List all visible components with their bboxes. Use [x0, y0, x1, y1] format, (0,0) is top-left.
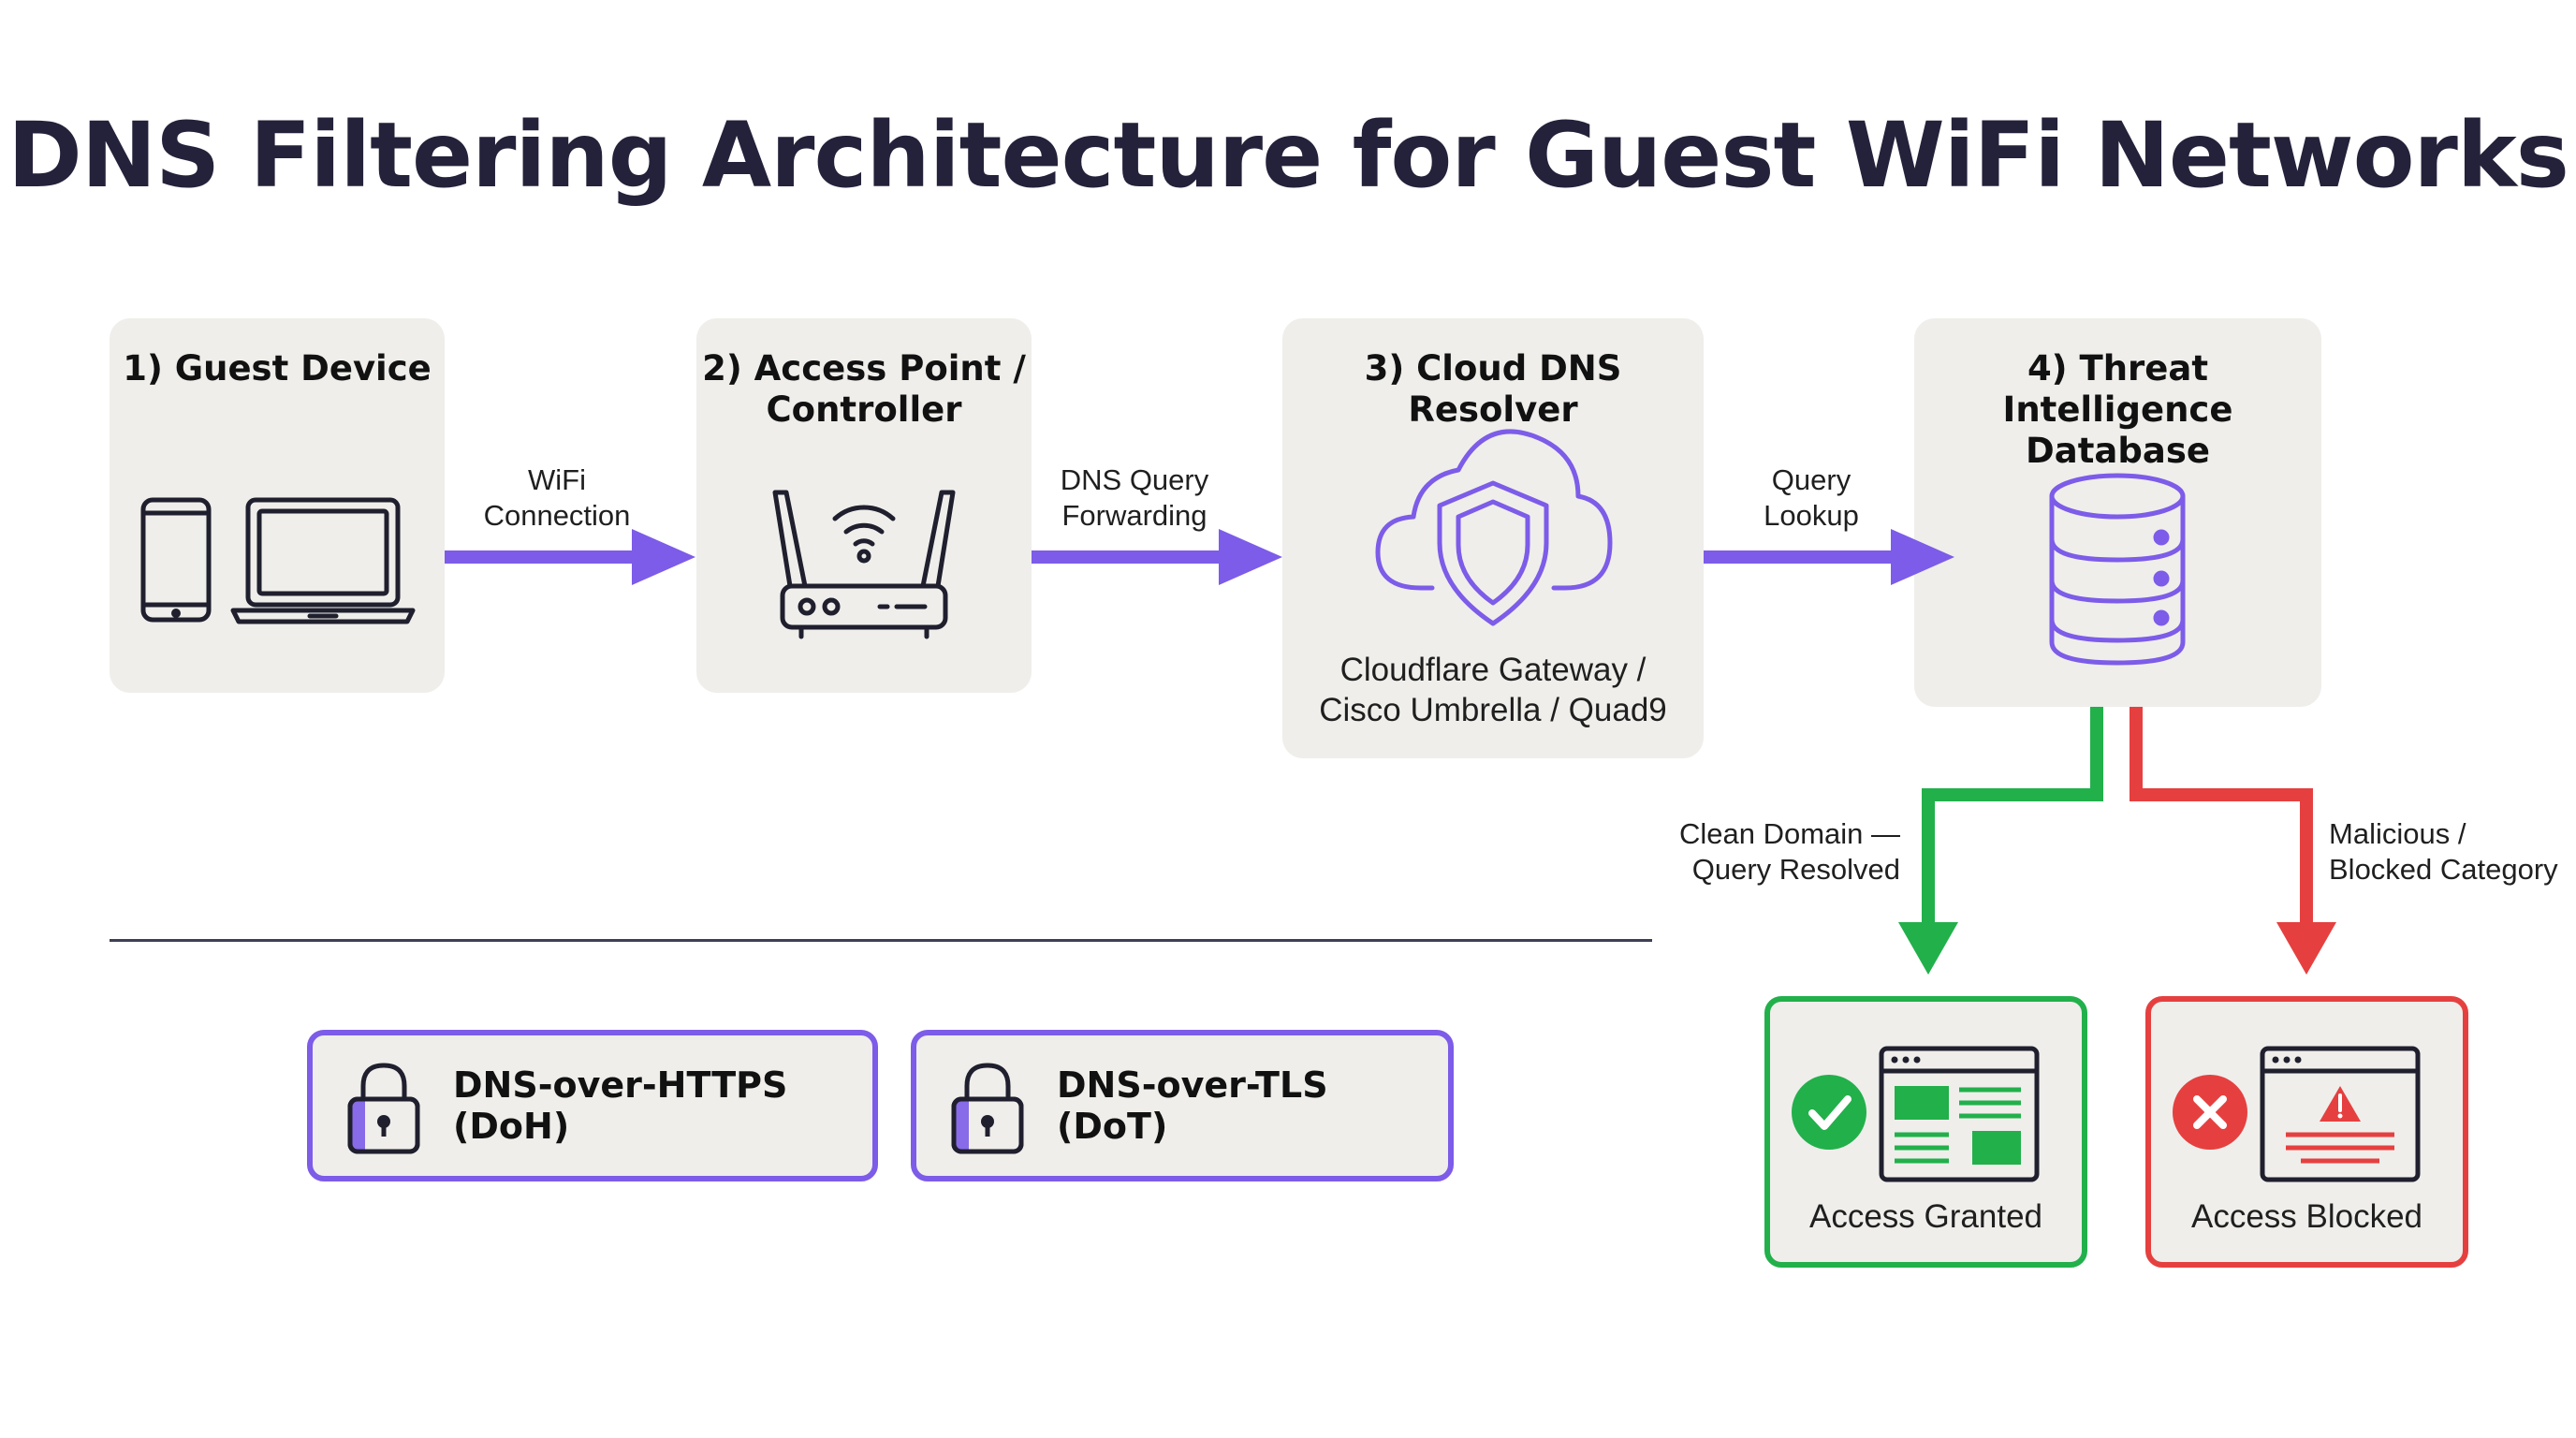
node-guest-device: 1) Guest Device	[110, 318, 445, 693]
protocol-label: DNS-over-TLS (DoT)	[1057, 1064, 1328, 1147]
node-access-point: 2) Access Point / Controller	[696, 318, 1032, 693]
arrow-query-lookup	[1704, 529, 1954, 585]
section-divider	[110, 939, 1652, 942]
lock-icon	[951, 1063, 1024, 1154]
arrow-dns-query-forwarding	[1032, 529, 1282, 585]
protocol-doh: DNS-over-HTTPS (DoH)	[307, 1030, 878, 1181]
database-icon	[2049, 473, 2186, 666]
outcome-access-blocked: Access Blocked	[2145, 996, 2468, 1268]
blocked-browser-icon	[2173, 1046, 2421, 1182]
branch-allow-label: Clean Domain — Query Resolved	[1678, 817, 1900, 886]
branch-block-arrow	[2130, 707, 2336, 975]
arrow-wifi-connection	[445, 529, 695, 585]
outcome-access-granted: Access Granted	[1764, 996, 2087, 1268]
protocol-label: DNS-over-HTTPS (DoH)	[453, 1064, 788, 1147]
edge-label: WiFi Connection	[483, 463, 631, 532]
phone-laptop-icon	[140, 497, 416, 624]
branch-block-label: Malicious / Blocked Category	[2329, 817, 2558, 886]
edge-label: Query Lookup	[1764, 463, 1859, 532]
lock-icon	[347, 1063, 420, 1154]
node-title: 1) Guest Device	[123, 348, 432, 389]
cloud-shield-icon	[1375, 429, 1613, 626]
node-threat-intel-db: 4) Threat Intelligence Database	[1914, 318, 2321, 707]
page-title: DNS Filtering Architecture for Guest WiF…	[7, 103, 2569, 208]
node-caption: Cloudflare Gateway / Cisco Umbrella / Qu…	[1319, 652, 1667, 728]
outcome-label: Access Blocked	[2190, 1198, 2423, 1235]
protocol-dot: DNS-over-TLS (DoT)	[911, 1030, 1454, 1181]
node-title: 2) Access Point / Controller	[702, 348, 1026, 430]
edge-label: DNS Query Forwarding	[1060, 463, 1209, 532]
branch-allow-arrow	[1898, 707, 2103, 975]
node-cloud-dns-resolver: 3) Cloud DNS Resolver Cloudflare Gateway…	[1282, 318, 1704, 758]
granted-browser-icon	[1792, 1046, 2040, 1182]
node-title: 3) Cloud DNS Resolver	[1364, 348, 1622, 430]
node-title: 4) Threat Intelligence Database	[2002, 348, 2233, 471]
router-icon	[772, 490, 956, 639]
outcome-label: Access Granted	[1809, 1198, 2042, 1235]
